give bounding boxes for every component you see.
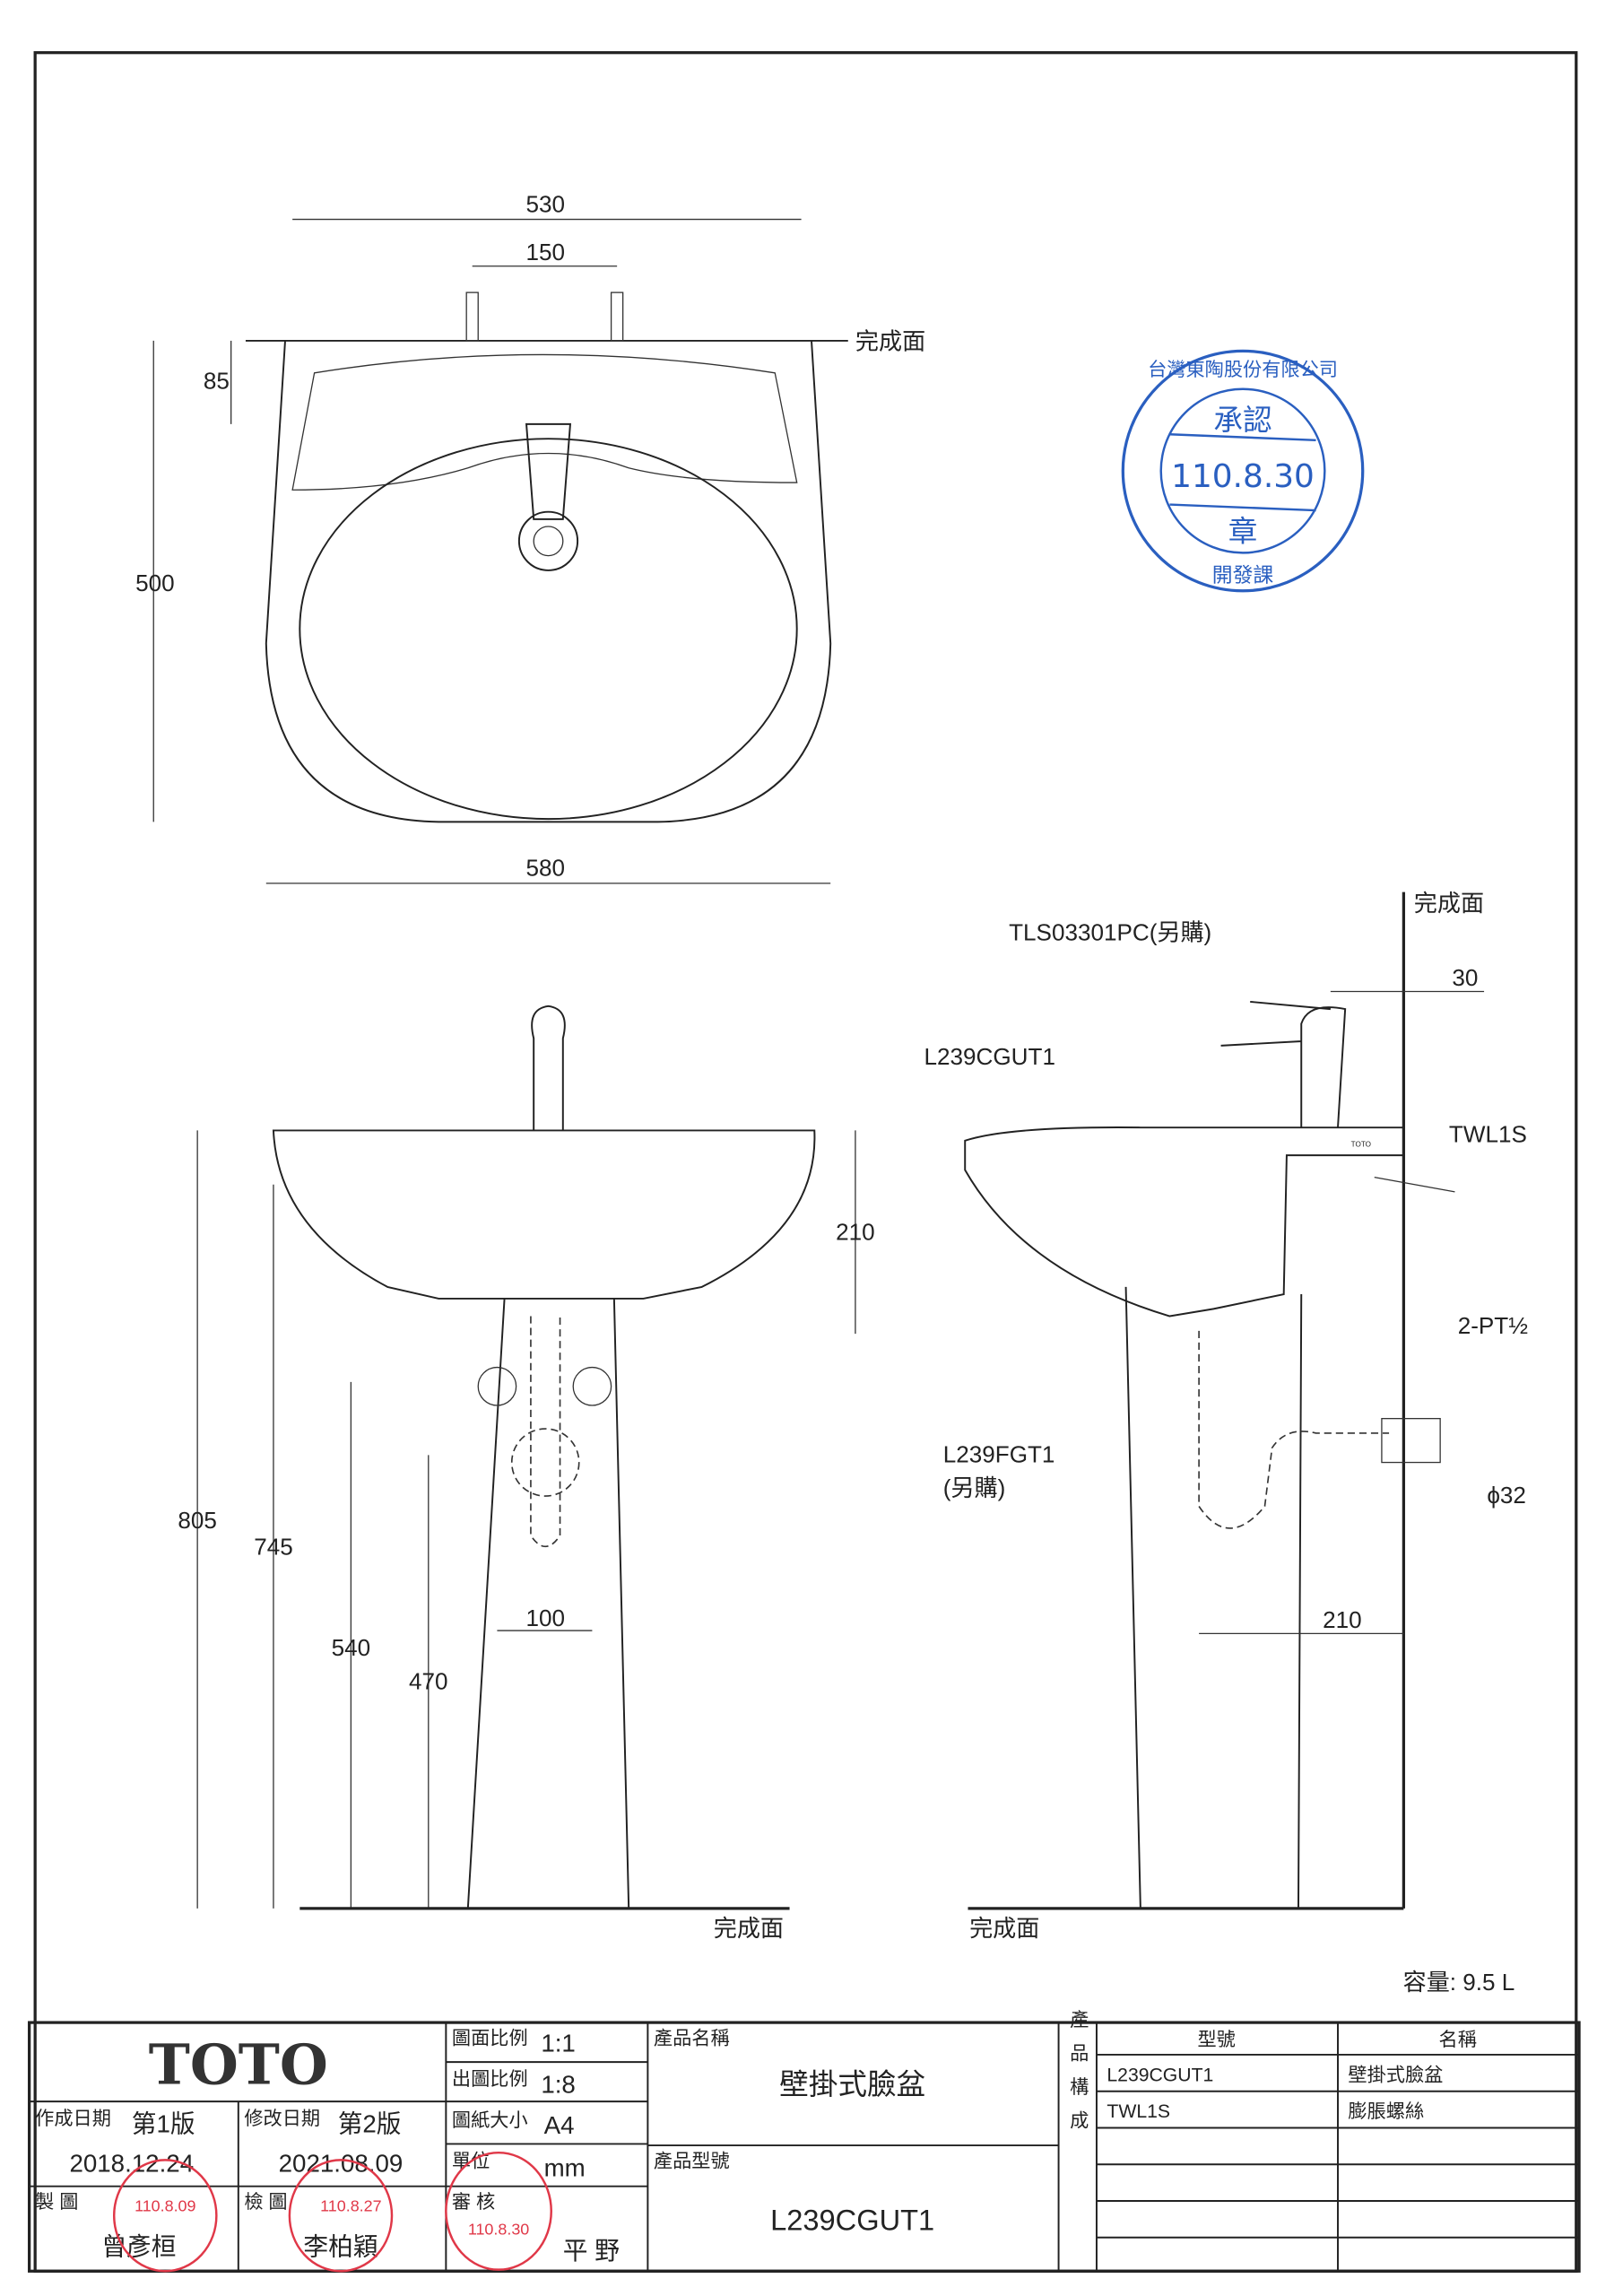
stamp-date: 110.8.30: [1171, 458, 1315, 495]
unit: mm: [544, 2153, 586, 2181]
paper-size-label: 圖紙大小: [452, 2109, 528, 2131]
revised-version: 第2版: [338, 2109, 402, 2137]
dim-supply-spacing: 100: [525, 1605, 565, 1631]
print-scale: 1:8: [541, 2070, 576, 2098]
component-model: L239CGUT1: [1107, 2065, 1213, 2085]
checked-by: 李柏穎: [303, 2232, 378, 2260]
checked-stamp: 110.8.27: [320, 2196, 381, 2214]
side-view: 完成面 完成面 TLS03301PC(另購) L239CGUT1 TWL1S 2…: [924, 890, 1529, 1942]
dim-bottom-width: 580: [525, 855, 565, 882]
approval-stamp: 台灣東陶股份有限公司 承認 110.8.30 章 開發課: [1121, 349, 1365, 593]
title-block: TOTO 圖面比例 1:1 出圖比例 1:8 圖紙大小 A4 單位 mm 作成日…: [28, 2009, 1581, 2273]
product-model: L239CGUT1: [770, 2204, 934, 2237]
finish-surface-label: 完成面: [855, 328, 925, 355]
faucet-callout: TLS03301PC(另購): [1009, 918, 1211, 945]
drawn-stamp: 110.8.09: [135, 2196, 195, 2214]
product-name: 壁掛式臉盆: [779, 2067, 925, 2100]
stamp-dept: 開發課: [1212, 564, 1274, 587]
pedestal-note: (另購): [943, 1474, 1006, 1501]
header-model: 型號: [1197, 2029, 1235, 2050]
print-scale-label: 出圖比例: [452, 2068, 528, 2090]
dim-offset: 85: [204, 368, 230, 395]
dim-rim-height: 745: [254, 1533, 293, 1560]
basin-callout: L239CGUT1: [924, 1043, 1055, 1070]
dim-top-width: 530: [525, 190, 565, 217]
product-model-label: 產品型號: [654, 2151, 730, 2172]
stamp-seal: 章: [1228, 514, 1258, 548]
approved-label: 審 核: [452, 2191, 495, 2213]
component-model: TWL1S: [1107, 2101, 1170, 2122]
valve-callout: 2-PT½: [1458, 1312, 1529, 1339]
floor-finish-label: 完成面: [714, 1915, 784, 1942]
signature-stamps: 110.8.09 110.8.27 110.8.30: [112, 2151, 552, 2273]
wall-finish-label: 完成面: [1414, 890, 1484, 917]
header-name: 名稱: [1439, 2029, 1477, 2050]
stamp-title: 承認: [1213, 403, 1271, 437]
dim-wall-offset: 30: [1452, 964, 1478, 991]
pedestal-callout: L239FGT1: [943, 1441, 1055, 1468]
component-name: 膨脹螺絲: [1348, 2100, 1424, 2122]
drawing-scale-label: 圖面比例: [452, 2028, 528, 2049]
bolt-callout: TWL1S: [1449, 1120, 1527, 1147]
top-view: 530 150 85 500 580 完成面: [135, 190, 925, 884]
product-name-label: 產品名稱: [654, 2028, 730, 2049]
dim-supply-height: 540: [332, 1634, 371, 1661]
component-name: 壁掛式臉盆: [1348, 2064, 1443, 2085]
capacity-label: 容量: 9.5 L: [1403, 1969, 1515, 1996]
dim-trap: 210: [1323, 1606, 1362, 1633]
paper-size: A4: [544, 2111, 575, 2139]
dim-total-height: 805: [178, 1507, 217, 1534]
dim-drain-height: 470: [409, 1667, 448, 1694]
revised-date: 2021.08.09: [279, 2149, 404, 2177]
approved-stamp: 110.8.30: [468, 2221, 529, 2239]
composition-label: 產品構成: [1067, 2009, 1089, 2144]
drawing-scale: 1:1: [541, 2030, 576, 2057]
created-version: 第1版: [132, 2109, 195, 2137]
sheet-border: [33, 51, 1578, 2273]
revised-label: 修改日期: [244, 2108, 320, 2129]
dim-basin-depth: 210: [836, 1219, 875, 1246]
toto-logo: TOTO: [149, 2032, 328, 2098]
stamp-company: 台灣東陶股份有限公司: [1148, 358, 1338, 380]
drawn-label: 製 圖: [35, 2191, 78, 2213]
dim-depth: 500: [135, 570, 175, 596]
drawn-by: 曾彥桓: [101, 2232, 176, 2260]
checked-label: 檢 圖: [244, 2191, 287, 2213]
approved-by: 平 野: [563, 2237, 620, 2265]
front-view: 805 745 540 470 210 100 完成面: [178, 1004, 875, 1942]
created-label: 作成日期: [35, 2108, 111, 2129]
brand-mark: TOTO: [1351, 1140, 1371, 1148]
dim-hole-spacing: 150: [525, 239, 565, 265]
drain-diameter: ϕ32: [1487, 1482, 1526, 1509]
floor-finish-label-side: 完成面: [969, 1915, 1039, 1942]
